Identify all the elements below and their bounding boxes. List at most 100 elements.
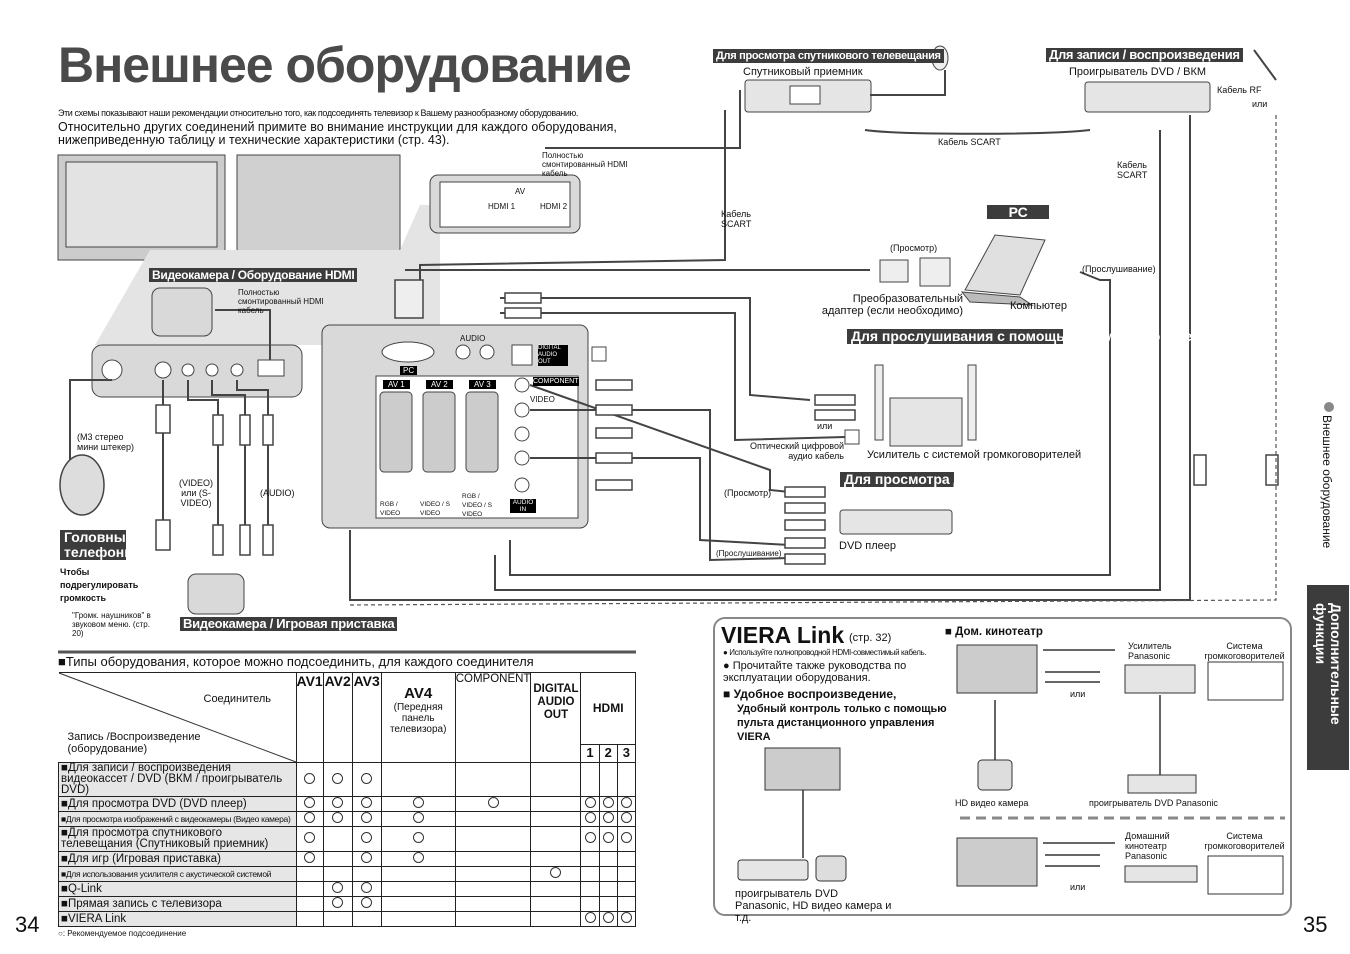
recommended-mark-icon: [332, 812, 344, 823]
recommended-mark-icon: [584, 832, 596, 843]
mark-cell: [351, 796, 382, 812]
col-av2: AV2: [322, 672, 353, 763]
tag-recording: Для записи / воспроизведения: [1046, 48, 1243, 62]
tag-pc: PC: [987, 205, 1049, 219]
video-port-label: VIDEO: [530, 395, 555, 404]
viera-link-box: [713, 617, 1292, 916]
mark-cell: [530, 762, 582, 797]
av-in-label: AV: [515, 187, 526, 196]
mark-cell: [616, 851, 637, 867]
recommended-mark-icon: [487, 797, 499, 808]
viera-or-label-2: или: [1070, 882, 1086, 892]
vga-plug: [879, 259, 909, 283]
side-tab[interactable]: Дополнительные функции: [1307, 585, 1349, 770]
mark-cell: [454, 881, 532, 897]
antenna-icon: [1253, 49, 1277, 81]
mark-cell: [295, 796, 324, 812]
mark-cell: [295, 896, 324, 912]
recommended-mark-icon: [361, 897, 373, 908]
mark-cell: [598, 826, 618, 852]
tag-dvd: Для просмотра дисков DVD: [840, 472, 1036, 487]
recommended-mark-icon: [361, 882, 373, 893]
mark-cell: [616, 866, 637, 882]
connector-table: Соединитель Запись /Воспроизведение (обо…: [58, 672, 637, 927]
mark-cell: [322, 762, 353, 797]
mark-cell: [530, 911, 582, 927]
adapter-label: Преобразовательный адаптер (если необход…: [821, 293, 963, 317]
page-number-left: 34: [15, 912, 40, 937]
tag-camcorder-game: Видеокамера / Игровая приставка: [180, 617, 398, 631]
camcorder-hdmi: [151, 287, 213, 337]
table-row: ■Прямая запись с телевизора: [58, 896, 637, 912]
mark-cell: [454, 911, 532, 927]
audio-port-label: AUDIO: [460, 334, 486, 343]
mark-cell: [351, 896, 382, 912]
row-label: ■Для просмотра DVD (DVD плеер): [58, 796, 297, 812]
mark-cell: [295, 866, 324, 882]
mark-cell: [616, 826, 637, 852]
viera-bullet1: ● Используйте полнопроводной HDMI-совмес…: [723, 648, 927, 657]
av3-label: AV 3: [469, 380, 496, 389]
row-label: ■Q-Link: [58, 881, 297, 897]
recommended-mark-icon: [584, 812, 596, 823]
mark-cell: [598, 796, 618, 812]
mark-cell: [616, 896, 637, 912]
mark-cell: [322, 796, 353, 812]
col-hdmi2: 2: [598, 744, 618, 763]
view-label: (Просмотр): [890, 243, 938, 253]
mark-cell: [598, 811, 618, 827]
table-row: ■Для просмотра спутникового телевещания …: [58, 826, 637, 852]
row-label: ■Для записи / воспроизведения видеокассе…: [58, 762, 297, 797]
mark-cell: [530, 881, 582, 897]
recommended-mark-icon: [602, 912, 614, 923]
mark-cell: [380, 796, 456, 812]
speaker-sys-label-2: Система громкоговорителей: [1204, 831, 1285, 851]
viera-easy-head-text: Удобное воспроизведение,: [733, 687, 897, 701]
or-label-2: или: [817, 421, 833, 431]
mark-cell: [351, 911, 382, 927]
scart-cable-label-2: Кабель SCART: [1117, 160, 1148, 180]
table-legend: ○: Рекомендуемое подсоединение: [58, 929, 187, 938]
recommended-mark-icon: [361, 812, 373, 823]
av2-label: AV 2: [426, 380, 453, 389]
cam-hdmi-cable-label: Полностью смонтированный HDMI кабель: [238, 288, 324, 315]
mark-cell: [351, 826, 382, 852]
viera-easy-sub: Удобный контроль только с помощью пульта…: [737, 703, 947, 743]
row-label: ■Для просмотра изображений с видеокамеры…: [58, 811, 297, 827]
recommended-mark-icon: [412, 852, 424, 863]
corner-cell: Соединитель Запись /Воспроизведение (обо…: [58, 672, 297, 763]
recommended-mark-icon: [332, 797, 344, 808]
col-av4: AV4(Передняя панель телевизора): [380, 672, 456, 763]
mark-cell: [530, 811, 582, 827]
mark-cell: [598, 851, 618, 867]
optical-label: Оптический цифровой аудио кабель: [749, 441, 844, 461]
mark-cell: [616, 881, 637, 897]
listen-label-2: (Прослушивание): [716, 549, 782, 558]
recommended-mark-icon: [412, 797, 424, 808]
mark-cell: [530, 896, 582, 912]
mark-cell: [580, 796, 600, 812]
table-row: ■Для игр (Игровая приставка): [58, 851, 637, 867]
viera-devices-note: проигрыватель DVD Panasonic, HD видео ка…: [735, 888, 892, 924]
col-av3: AV3: [351, 672, 382, 763]
computer-label: Компьютер: [1010, 300, 1067, 312]
intro-small: Эти схемы показывают наши рекомендации о…: [58, 108, 578, 118]
av4-title: AV4: [404, 685, 433, 702]
section-label: Внешнее оборудование: [1320, 415, 1334, 549]
mark-cell: [351, 811, 382, 827]
mark-cell: [530, 826, 582, 852]
row-label: ■Для использования усилителя с акустичес…: [58, 866, 297, 882]
satellite-receiver-label: Спутниковый приемник: [743, 66, 863, 78]
mark-cell: [580, 881, 600, 897]
adapter: [919, 257, 951, 287]
mark-cell: [530, 866, 582, 882]
table-row: ■Для использования усилителя с акустичес…: [58, 866, 637, 882]
recommended-mark-icon: [361, 852, 373, 863]
listen-label: (Прослушивание): [1082, 264, 1156, 274]
recommended-mark-icon: [412, 832, 424, 843]
mark-cell: [454, 851, 532, 867]
or-label: или: [1252, 99, 1268, 109]
mark-cell: [616, 796, 637, 812]
av2-spec: VIDEO / S VIDEO: [420, 501, 450, 517]
mark-cell: [380, 896, 456, 912]
